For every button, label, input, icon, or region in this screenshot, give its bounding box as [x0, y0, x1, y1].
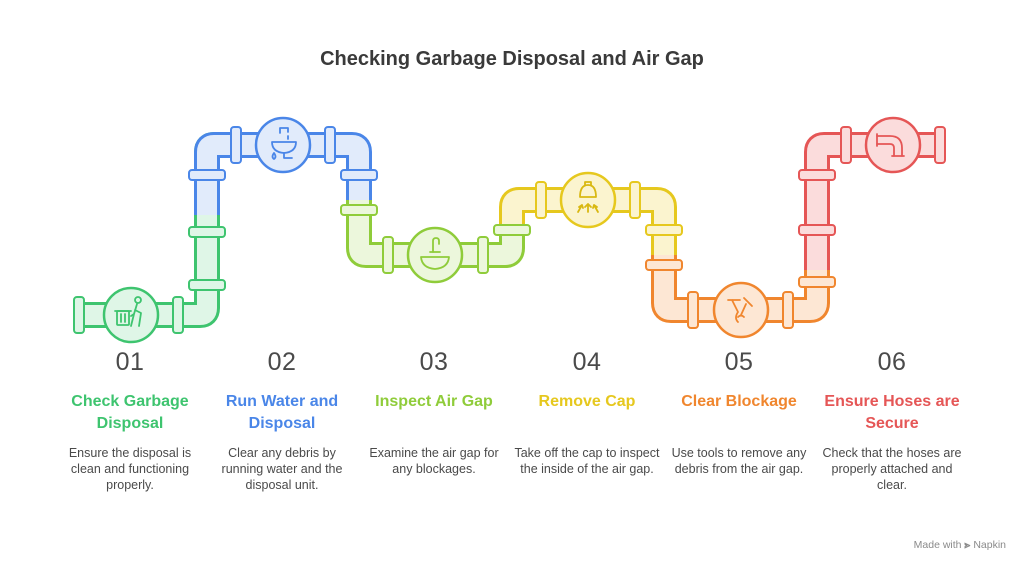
step-description: Take off the cap to inspect the inside o… — [514, 446, 660, 476]
pipe-coupling — [477, 236, 489, 274]
made-with-napkin[interactable]: Made with ⪢ Napkin — [914, 539, 1006, 552]
step-description: Examine the air gap for any blockages. — [369, 446, 499, 476]
pipe-coupling — [73, 296, 85, 334]
step-title: Ensure Hoses are Secure — [824, 393, 960, 432]
step-description: Check that the hoses are properly attach… — [822, 446, 962, 492]
pipe-coupling — [645, 224, 683, 236]
pipe-coupling — [493, 224, 531, 236]
footer-brand: Napkin — [973, 539, 1006, 551]
pipe-coupling — [798, 224, 836, 236]
pipe-coupling — [535, 181, 547, 219]
pipe-segment-6 — [804, 132, 945, 270]
pipe-coupling — [230, 126, 242, 164]
step-number: 01 — [115, 348, 145, 376]
pipe-coupling — [840, 126, 852, 164]
pipe-coupling — [687, 291, 699, 329]
step-number: 04 — [572, 348, 602, 376]
page-title: Checking Garbage Disposal and Air Gap — [320, 48, 704, 70]
tools-icon — [727, 297, 753, 323]
pipe-coupling — [934, 126, 946, 164]
bowl-faucet-icon — [420, 237, 450, 270]
step-3: 03 Inspect Air Gap Examine the air gap f… — [359, 348, 509, 477]
step-number: 05 — [724, 348, 754, 376]
step-6: 06 Ensure Hoses are Secure Check that th… — [817, 348, 967, 493]
pipe-coupling — [340, 169, 378, 181]
hose-pipe-icon — [876, 133, 905, 157]
node-6 — [864, 116, 922, 174]
step-1: 01 Check Garbage Disposal Ensure the dis… — [55, 348, 205, 493]
node-4 — [559, 171, 617, 229]
step-icon-nodes — [102, 116, 922, 344]
node-3 — [406, 226, 464, 284]
pipe-coupling — [188, 226, 226, 238]
pipe-coupling — [645, 259, 683, 271]
step-title: Check Garbage Disposal — [71, 393, 189, 432]
napkin-logo-icon: ⪢ — [964, 539, 971, 551]
node-2 — [254, 116, 312, 174]
step-number: 06 — [877, 348, 907, 376]
pipe-coupling — [798, 169, 836, 181]
pipe-coupling — [172, 296, 184, 334]
cap-arrows-icon — [577, 181, 599, 213]
pipe-coupling — [188, 169, 226, 181]
pipe-coupling — [629, 181, 641, 219]
pipe-coupling — [340, 204, 378, 216]
step-4: 04 Remove Cap Take off the cap to inspec… — [512, 348, 662, 477]
step-title: Remove Cap — [538, 393, 636, 410]
step-description: Clear any debris by running water and th… — [221, 446, 343, 492]
footer-prefix: Made with — [913, 539, 962, 551]
pipe-coupling — [324, 126, 336, 164]
node-5 — [712, 281, 770, 339]
person-trash-icon — [114, 296, 142, 327]
step-description: Use tools to remove any debris from the … — [671, 446, 807, 476]
pipe-coupling — [382, 236, 394, 274]
pipe-coupling — [798, 276, 836, 288]
step-2: 02 Run Water and Disposal Clear any debr… — [207, 348, 357, 493]
pipe-coupling — [188, 279, 226, 291]
step-title: Clear Blockage — [681, 393, 797, 410]
sink-faucet-icon — [271, 127, 297, 160]
node-1 — [102, 286, 160, 344]
step-description: Ensure the disposal is clean and functio… — [68, 446, 192, 492]
step-title: Run Water and Disposal — [225, 393, 339, 432]
step-title: Inspect Air Gap — [375, 393, 493, 410]
pipe-couplings — [73, 126, 946, 334]
step-number: 02 — [267, 348, 297, 376]
step-5: 05 Clear Blockage Use tools to remove an… — [664, 348, 814, 477]
pipe-coupling — [782, 291, 794, 329]
step-number: 03 — [419, 348, 449, 376]
